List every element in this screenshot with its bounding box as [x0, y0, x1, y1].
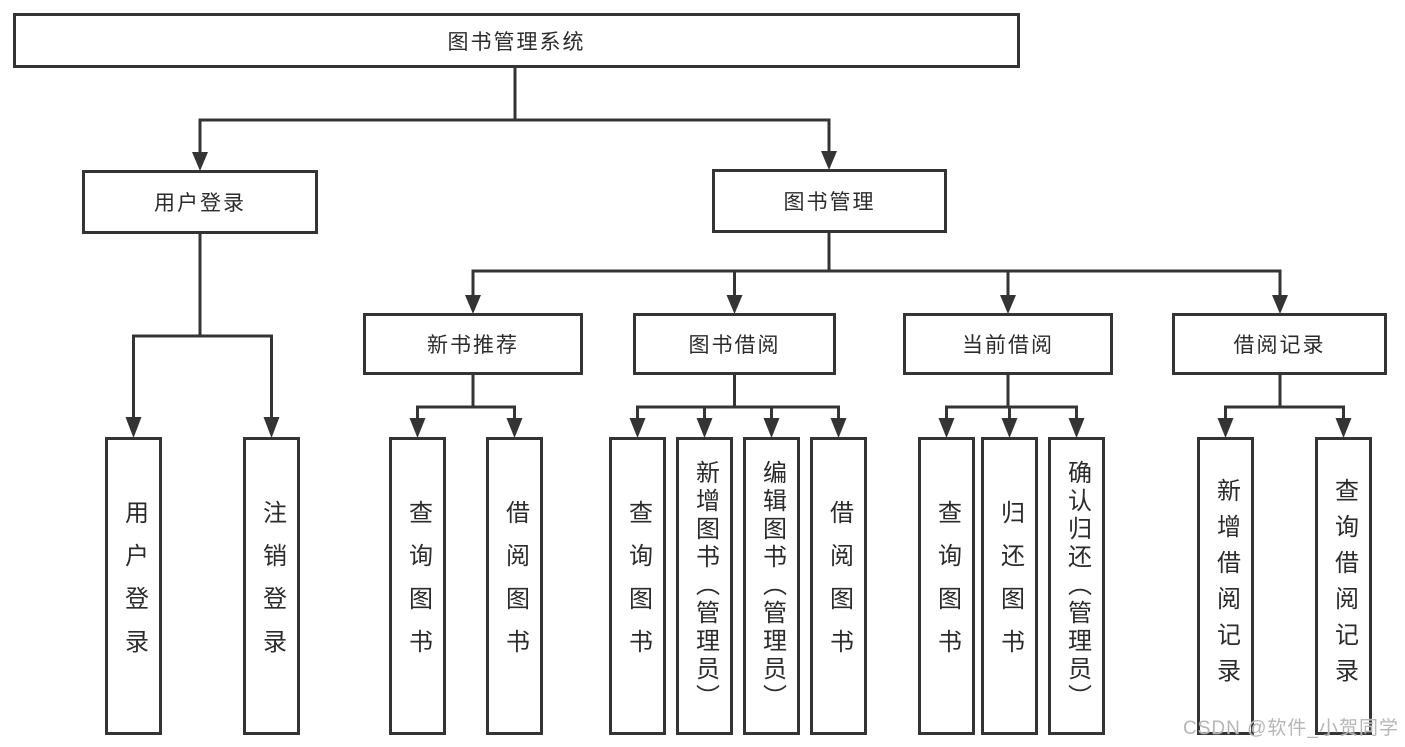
- csdn-watermark: CSDN @软件_小贺同学: [1183, 718, 1399, 739]
- node-current-borrowing: 当前借阅: [903, 313, 1113, 375]
- leaf-logout: 注销登录: [243, 437, 300, 735]
- leaf-user-login: 用户登录: [105, 437, 162, 735]
- node-book-borrowing: 图书借阅: [633, 313, 836, 375]
- node-book-management: 图书管理: [712, 169, 947, 233]
- node-new-book-recommendation: 新书推荐: [363, 313, 583, 375]
- leaf-query-books-borrow: 查询图书: [609, 437, 666, 735]
- leaf-confirm-return-admin: 确认归还（管理员）: [1048, 437, 1105, 735]
- leaf-borrow-books-recommend: 借阅图书: [486, 437, 543, 735]
- leaf-query-books-recommend: 查询图书: [389, 437, 446, 735]
- node-library-management-system: 图书管理系统: [13, 13, 1020, 68]
- leaf-add-books-admin: 新增图书（管理员）: [676, 437, 733, 735]
- node-user-login: 用户登录: [82, 170, 318, 234]
- leaf-add-borrow-record: 新增借阅记录: [1197, 437, 1254, 735]
- leaf-borrow-books: 借阅图书: [810, 437, 867, 735]
- arrowheads: [125, 151, 1352, 438]
- leaf-query-books-current: 查询图书: [918, 437, 975, 735]
- leaf-query-borrow-record: 查询借阅记录: [1315, 437, 1372, 735]
- node-borrowing-records: 借阅记录: [1172, 313, 1387, 375]
- leaf-edit-books-admin: 编辑图书（管理员）: [743, 437, 800, 735]
- leaf-return-books: 归还图书: [981, 437, 1038, 735]
